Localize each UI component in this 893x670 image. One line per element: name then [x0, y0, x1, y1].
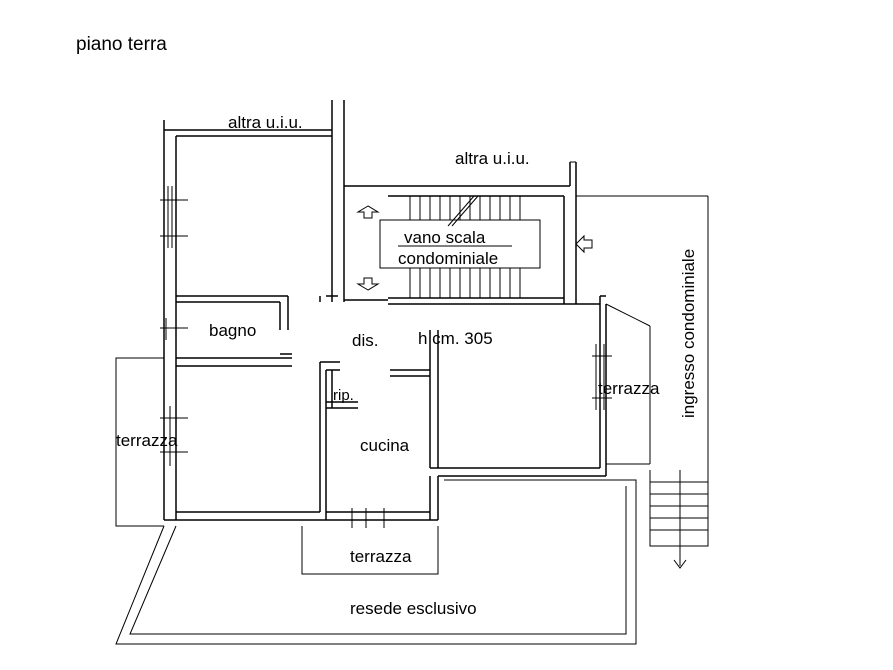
label-cucina: cucina — [360, 436, 410, 455]
plan-title: piano terra — [76, 34, 167, 55]
label-altezza: h cm. 305 — [418, 329, 493, 348]
walls — [163, 100, 607, 521]
label-altra-uiu-2: altra u.i.u. — [455, 149, 530, 168]
entry-arrows — [356, 205, 593, 291]
arrow-left-icon — [575, 234, 593, 254]
label-ingresso-condominiale: ingresso condominiale — [679, 249, 698, 418]
label-resede: resede esclusivo — [350, 599, 477, 618]
label-terrazza-left: terrazza — [116, 431, 178, 450]
label-altra-uiu-1: altra u.i.u. — [228, 113, 303, 132]
label-terrazza-bottom: terrazza — [350, 547, 412, 566]
outline-lines — [115, 129, 709, 645]
arrow-down-icon — [356, 277, 380, 291]
label-vano-scala: vano scala — [404, 228, 486, 247]
label-bagno: bagno — [209, 321, 256, 340]
label-terrazza-right: terrazza — [598, 379, 660, 398]
label-condominiale: condominiale — [398, 249, 498, 268]
label-rip: rip. — [333, 387, 354, 404]
stair-treads — [379, 195, 541, 298]
arrow-up-icon — [356, 205, 380, 219]
label-dis: dis. — [352, 331, 378, 350]
window-marks — [160, 186, 612, 528]
